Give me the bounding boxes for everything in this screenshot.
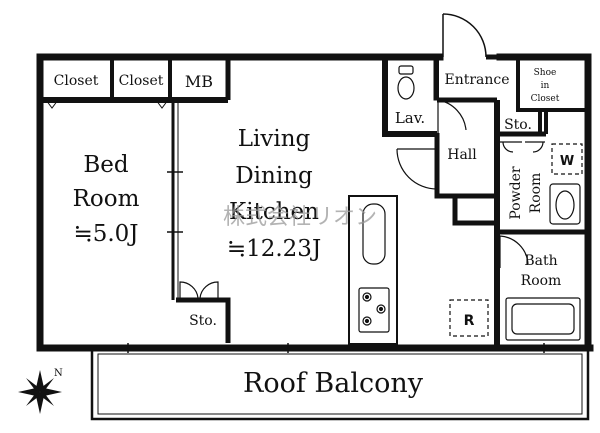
storage-top-label: Sto.: [504, 117, 532, 133]
svg-text:in: in: [541, 81, 550, 91]
svg-text:Living: Living: [238, 126, 311, 152]
stove-icon: [358, 287, 390, 333]
svg-text:Shoe: Shoe: [534, 68, 557, 78]
mb-label: MB: [185, 72, 213, 91]
svg-text:Room: Room: [521, 273, 562, 289]
bathtub-icon: [505, 297, 581, 341]
svg-text:Room: Room: [528, 173, 544, 214]
closet-door-marks: [45, 99, 169, 109]
toilet-icon: [397, 65, 415, 100]
hall-door: [396, 148, 438, 190]
north-arrow-icon: N: [18, 368, 63, 414]
entrance-door: [442, 13, 500, 60]
closet-2-label: Closet: [119, 73, 164, 89]
svg-text:Bath: Bath: [524, 253, 557, 269]
svg-text:Bed: Bed: [83, 152, 129, 178]
lav-door: [437, 99, 467, 134]
svg-text:Closet: Closet: [531, 94, 560, 104]
svg-text:Dining: Dining: [235, 163, 313, 189]
roof-balcony: Roof Balcony: [90, 348, 590, 421]
ldk-label: Living Dining Kitchen ≒12.23J: [227, 126, 321, 262]
closet-1-label: Closet: [54, 73, 99, 89]
sliding-door-marks: [127, 171, 545, 353]
svg-text:≒5.0J: ≒5.0J: [73, 221, 138, 247]
svg-text:Powder: Powder: [508, 166, 524, 220]
powder-door: [500, 141, 545, 153]
north-label: N: [54, 368, 63, 379]
refrigerator-icon: R: [449, 299, 489, 337]
lav-label: Lav.: [395, 109, 425, 127]
roof-balcony-label: Roof Balcony: [243, 368, 424, 399]
interior-walls: [42, 57, 588, 348]
bath-room-label: Bath Room: [521, 253, 562, 289]
storage-bottom-label: Sto.: [189, 313, 217, 329]
washbasin-icon: [549, 183, 581, 225]
storage-door: [179, 281, 219, 300]
washer-icon: W: [551, 143, 583, 175]
svg-text:≒12.23J: ≒12.23J: [227, 236, 321, 262]
bed-room-label: Bed Room ≒5.0J: [73, 152, 140, 247]
hall-label: Hall: [447, 147, 477, 163]
watermark: 株式会社リオン: [223, 205, 377, 230]
entrance-label: Entrance: [444, 72, 509, 88]
bath-door: [499, 235, 529, 268]
svg-text:Kitchen: Kitchen: [229, 199, 319, 225]
refrigerator-label: R: [464, 313, 475, 329]
washer-label: W: [560, 154, 574, 169]
sink-icon: [362, 203, 386, 265]
svg-text:Room: Room: [73, 186, 140, 212]
shoe-closet-label: Shoe in Closet: [531, 68, 560, 104]
powder-room-label: Powder Room: [508, 166, 544, 220]
